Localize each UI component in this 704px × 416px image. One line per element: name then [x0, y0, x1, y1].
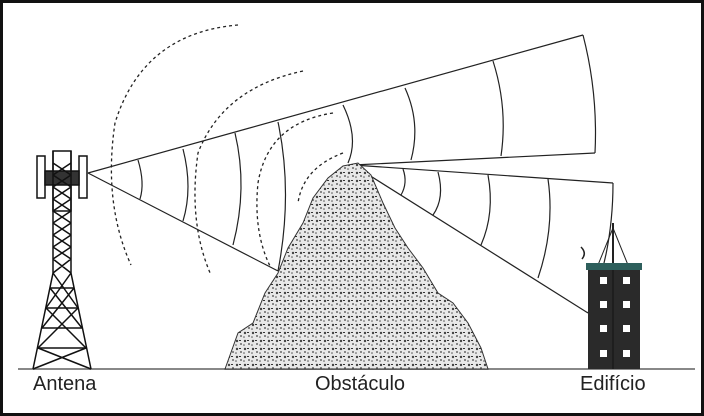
- antenna-label: Antena: [33, 373, 97, 395]
- diffracted-beam: [352, 164, 614, 314]
- wavefronts: [110, 24, 344, 276]
- diagram-canvas: [18, 24, 695, 370]
- building-label: Edifício: [580, 373, 646, 395]
- antenna-tower: [32, 150, 92, 370]
- obstacle-mountain: [224, 162, 489, 370]
- obstacle-label: Obstáculo: [315, 373, 406, 395]
- main-beam: [87, 34, 597, 272]
- building: [580, 223, 642, 369]
